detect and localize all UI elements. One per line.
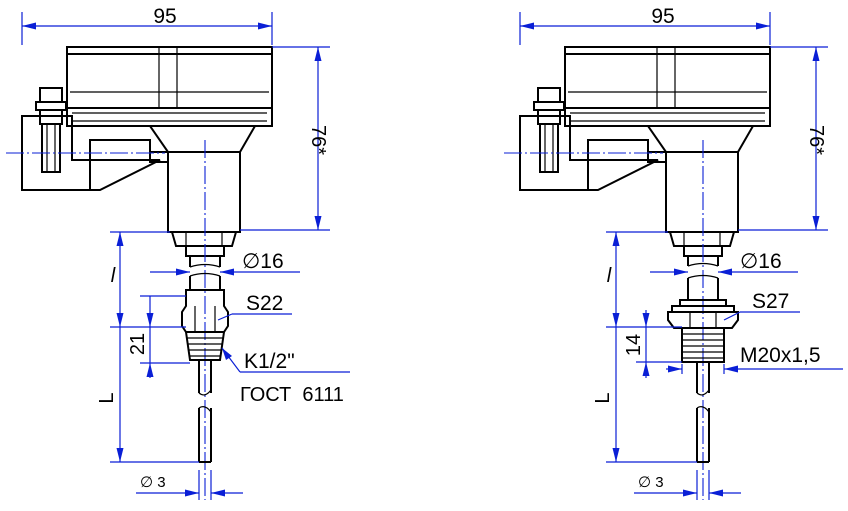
right-instrument-head: [519, 46, 771, 257]
right-thread-length: 14: [623, 334, 645, 356]
left-length-l: l: [111, 265, 116, 287]
left-wrench-size: S22: [246, 292, 283, 315]
right-probe-diameter: ∅ 3: [638, 474, 664, 491]
right-view: 95 76* l L 14 ∅16 S27: [504, 5, 843, 500]
right-probe: [696, 362, 710, 463]
left-thread-length: 21: [127, 333, 149, 355]
left-standard: ГОСТ 6111: [240, 384, 344, 406]
left-instrument-head: [21, 46, 273, 257]
right-length-L: L: [592, 392, 614, 403]
right-height-dimension: 76*: [805, 125, 827, 155]
left-height-dimension: 76*: [307, 125, 329, 155]
right-stem: [687, 256, 719, 300]
right-hex-fitting: [667, 299, 739, 329]
left-thread-spec: K1/2": [244, 350, 295, 373]
left-probe: [198, 360, 212, 463]
right-width-dimension: 95: [651, 5, 674, 28]
right-metric-thread: [681, 327, 725, 363]
left-stem: [189, 256, 221, 290]
right-stem-diameter: ∅16: [740, 250, 782, 273]
left-stem-diameter: ∅16: [242, 250, 284, 273]
left-conical-thread: [184, 331, 226, 361]
left-probe-diameter: ∅ 3: [140, 474, 166, 491]
right-thread-spec: M20x1,5: [740, 344, 821, 367]
right-length-l: l: [607, 265, 612, 287]
left-view: 95 76* l L 21 ∅16 S2: [6, 5, 350, 500]
right-wrench-size: S27: [752, 290, 789, 313]
left-width-dimension: 95: [153, 5, 176, 28]
left-length-L: L: [96, 392, 118, 403]
